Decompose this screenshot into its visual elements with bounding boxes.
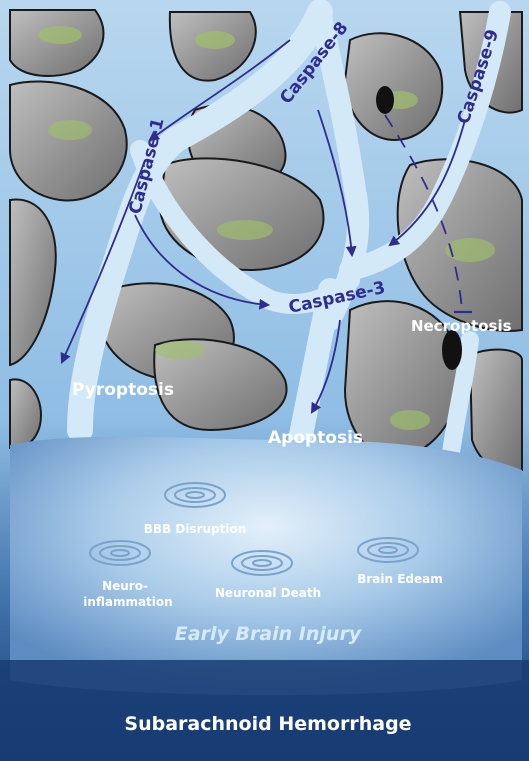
label-early-brain-injury: Early Brain Injury [175, 623, 363, 645]
footer-band [0, 660, 529, 761]
label-neuronal-death: Neuronal Death [215, 586, 321, 600]
label-pyroptosis: Pyroptosis [72, 380, 174, 400]
label-necroptosis: Necroptosis [411, 317, 512, 335]
label-apoptosis: Apoptosis [268, 428, 363, 448]
necrotic-spot-lower [442, 330, 462, 370]
label-bbb-disruption: BBB Disruption [144, 522, 247, 536]
label-neuroinflammation-2: inflammation [83, 595, 172, 609]
label-brain-edema: Brain Edeam [357, 572, 443, 586]
label-neuroinflammation-1: Neuro- [102, 579, 148, 593]
label-subarachnoid-hemorrhage: Subarachnoid Hemorrhage [124, 713, 411, 735]
necrotic-spot-upper [376, 86, 394, 114]
